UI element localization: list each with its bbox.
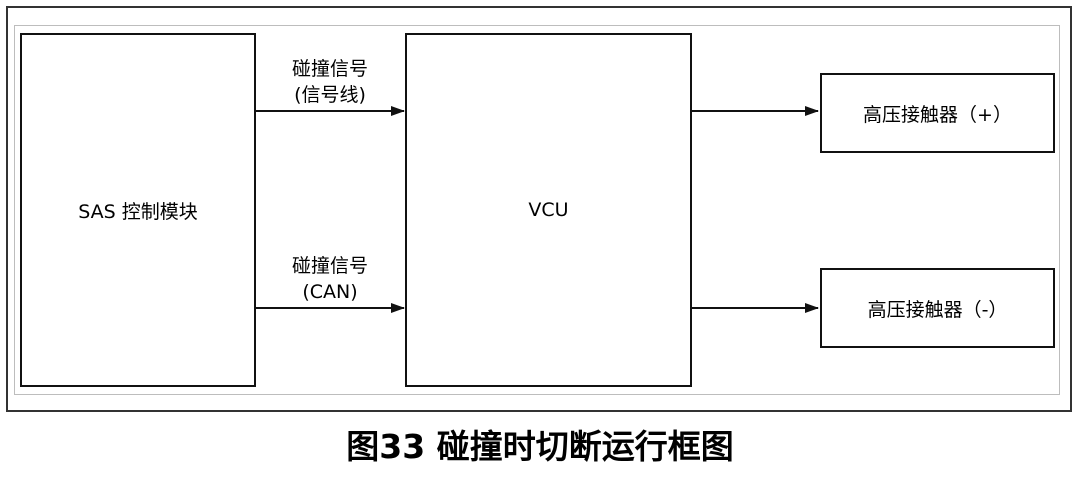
- diagram-frame: [6, 6, 1072, 412]
- signal-line-label: 碰撞信号 (信号线): [256, 56, 404, 108]
- can-signal-label: 碰撞信号 (CAN): [256, 253, 404, 305]
- hv-contactor-minus-block: 高压接触器（-）: [820, 268, 1055, 348]
- hv-contactor-plus-block: 高压接触器（+）: [820, 73, 1055, 153]
- diagram-inner-border: [14, 25, 1060, 395]
- signal-line-label-line2: (信号线): [294, 84, 366, 106]
- vcu-block: VCU: [405, 33, 692, 387]
- vcu-label: VCU: [528, 199, 569, 221]
- hv-contactor-minus-label: 高压接触器（-）: [867, 298, 1008, 321]
- can-signal-label-line1: 碰撞信号: [291, 255, 368, 277]
- figure-caption: 图33 碰撞时切断运行框图: [346, 427, 734, 466]
- hv-contactor-plus-label: 高压接触器（+）: [863, 103, 1012, 126]
- can-signal-label-line2: (CAN): [302, 281, 358, 303]
- sas-control-module-label: SAS 控制模块: [78, 200, 198, 223]
- sas-control-module-block: SAS 控制模块: [20, 33, 256, 387]
- signal-line-label-line1: 碰撞信号: [291, 58, 368, 80]
